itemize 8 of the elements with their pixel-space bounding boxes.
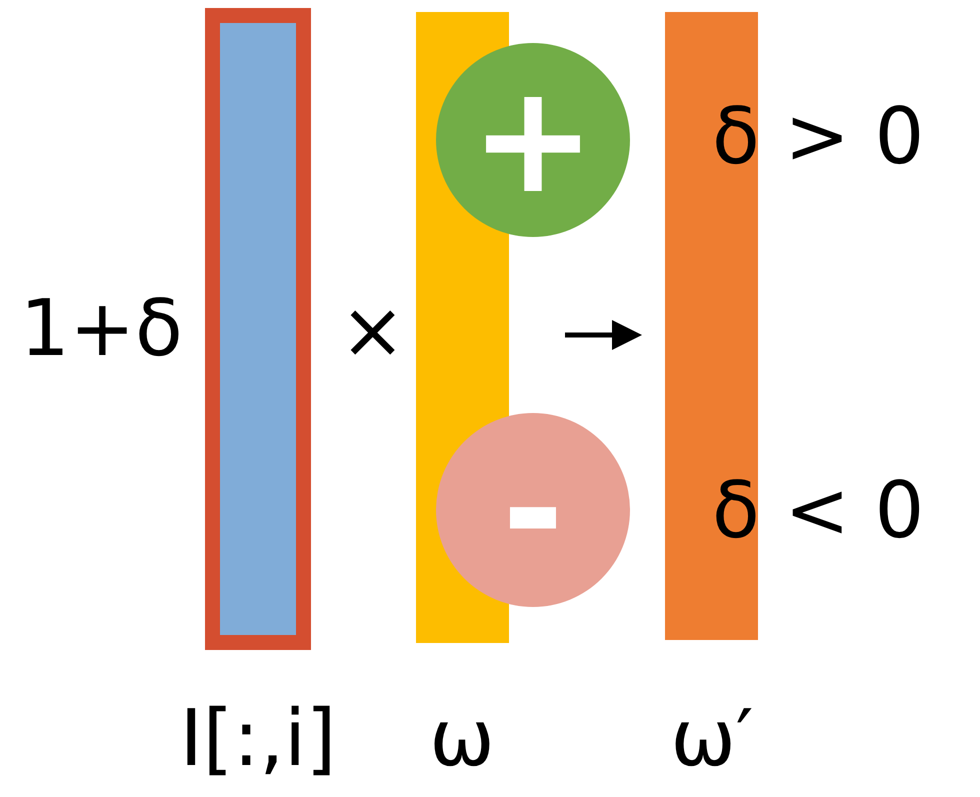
condition-label: δ > 0 bbox=[712, 98, 924, 176]
operator-label: × bbox=[340, 292, 406, 370]
factor-label: 1+δ bbox=[20, 290, 183, 368]
column-label: ω′ bbox=[670, 700, 754, 778]
condition-label: δ < 0 bbox=[712, 472, 924, 550]
column-label: I[:,i] bbox=[180, 700, 336, 778]
arrow bbox=[565, 320, 642, 350]
column-label: ω bbox=[429, 700, 495, 778]
